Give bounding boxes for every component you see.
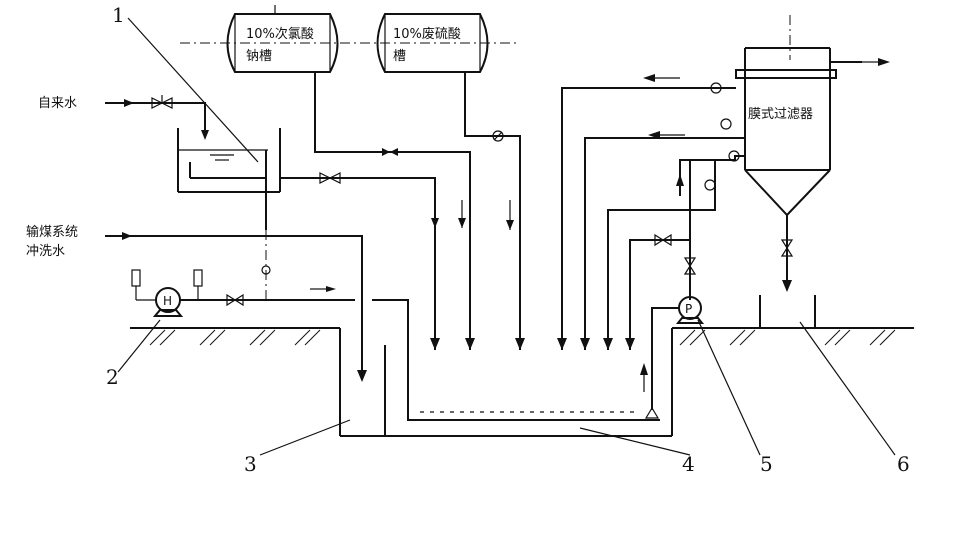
valve-icon (720, 118, 732, 130)
valve-icon (683, 257, 697, 275)
callout-2: 2 (106, 365, 119, 389)
arrow-icon (465, 338, 475, 350)
coal-wash-label-2: 冲洗水 (26, 244, 65, 259)
return-pipe-2 (584, 137, 745, 350)
arrow-icon (431, 218, 439, 228)
arrow-icon (201, 130, 209, 140)
hypochlorite-tank-label-2: 钠槽 (246, 49, 272, 64)
filter-feed-pipe (679, 155, 745, 196)
arrow-icon (640, 363, 648, 375)
right-pump-label: P (685, 302, 692, 316)
valve-icon (728, 150, 740, 162)
valve-icon (151, 95, 173, 109)
right-pump: P (675, 296, 705, 324)
check-valve-icon (382, 148, 398, 156)
return-pipe-4 (629, 239, 690, 350)
valve-icon (226, 293, 244, 307)
tap-water-pipe (105, 102, 206, 136)
leader-line-4 (579, 427, 691, 456)
arrow-icon (782, 280, 792, 292)
valve-icon (780, 239, 794, 257)
waste-acid-dosing-pipe (464, 72, 521, 350)
leader-line-5 (697, 319, 761, 456)
leader-line-6 (799, 321, 896, 456)
valve-icon (710, 82, 722, 94)
arrow-icon (603, 338, 613, 350)
coal-wash-pipe (140, 235, 363, 380)
valve-icon (319, 172, 341, 184)
head-tank-outlet-pipe (280, 177, 436, 350)
hypochlorite-tank: 10%次氯酸 钠槽 (226, 5, 339, 73)
callout-4: 4 (682, 452, 695, 476)
valve-icon (704, 179, 716, 191)
leader-line-2 (117, 319, 161, 373)
leader-line-1 (127, 17, 259, 163)
ground-hatch (149, 329, 896, 346)
arrow-icon (357, 370, 367, 382)
membrane-filter-label: 膜式过滤器 (748, 107, 813, 122)
valve-icon (261, 265, 271, 275)
arrow-icon (515, 338, 525, 350)
arrow-icon (648, 131, 660, 139)
arrow-icon (557, 338, 567, 350)
arrow-icon (122, 232, 132, 240)
head-tank (177, 128, 281, 230)
arrow-icon (643, 74, 655, 82)
arrow-icon (580, 338, 590, 350)
return-pipe-1 (561, 87, 736, 350)
hypochlorite-tank-label-1: 10%次氯酸 (246, 26, 314, 42)
waste-acid-tank-label-1: 10%废硫酸 (393, 26, 461, 42)
callout-3: 3 (244, 452, 257, 476)
hypochlorite-dosing-pipe (314, 72, 471, 350)
leader-line-3 (259, 419, 351, 456)
arrow-icon (676, 174, 684, 186)
left-pump: H (131, 269, 203, 317)
callout-1: 1 (112, 3, 125, 27)
ground-and-pit (130, 295, 914, 437)
arrow-icon (625, 338, 635, 350)
membrane-filter: 膜式过滤器 (735, 47, 837, 217)
arrow-icon (878, 58, 890, 66)
waste-acid-tank: 10%废硫酸 槽 (376, 13, 489, 73)
callout-6: 6 (897, 452, 910, 476)
waste-acid-tank-label-2: 槽 (393, 49, 406, 64)
tap-water-label: 自来水 (38, 96, 77, 111)
right-pump-suction (651, 307, 679, 410)
arrow-icon (326, 286, 336, 292)
arrow-icon (124, 99, 134, 107)
callout-5: 5 (760, 452, 773, 476)
valve-icon (654, 233, 672, 247)
arrow-icon (430, 338, 440, 350)
left-pump-label: H (163, 294, 172, 308)
foot-valve-icon (644, 406, 660, 419)
coal-wash-label-1: 输煤系统 (26, 224, 78, 240)
valve-icon (492, 130, 504, 142)
